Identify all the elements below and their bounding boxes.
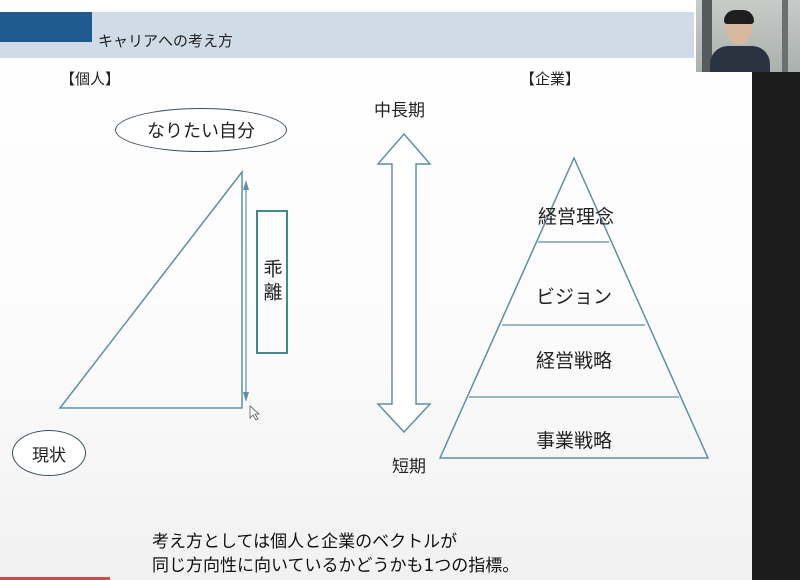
gap-label-box: 乖離 bbox=[256, 210, 288, 354]
presentation-slide: キャリアへの考え方 【個人】 【企業】 なりたい自分 現状 乖離 中長期 短期 … bbox=[0, 0, 752, 580]
company-label: 【企業】 bbox=[520, 70, 581, 88]
title-accent-block bbox=[0, 12, 92, 42]
individual-triangle bbox=[58, 169, 243, 409]
ideal-self-bubble: なりたい自分 bbox=[115, 108, 287, 152]
individual-label: 【個人】 bbox=[60, 70, 121, 88]
timeline-top-label: 中長期 bbox=[374, 101, 425, 121]
progress-strip bbox=[0, 577, 110, 580]
slide-title: キャリアへの考え方 bbox=[98, 32, 234, 50]
slide-diagram bbox=[58, 132, 710, 459]
pyramid-level-philosophy: 経営理念 bbox=[537, 206, 615, 228]
title-bar bbox=[0, 12, 694, 58]
pyramid-level-vision: ビジョン bbox=[535, 286, 613, 308]
mouse-cursor-icon bbox=[249, 405, 261, 421]
timeline-bottom-label: 短期 bbox=[392, 457, 426, 477]
webcam-background-pole bbox=[702, 0, 712, 72]
presenter-body bbox=[710, 46, 770, 72]
pyramid-level-management-strategy: 経営戦略 bbox=[535, 350, 613, 372]
side-panel bbox=[752, 72, 800, 580]
gap-arrow-bottom bbox=[243, 392, 249, 402]
footer-line-2: 同じ方向性に向いているかどうかも1つの指標。 bbox=[152, 556, 520, 576]
footer-line-1: 考え方としては個人と企業のベクトルが bbox=[152, 532, 458, 552]
current-state-bubble: 現状 bbox=[12, 430, 86, 476]
timeline-double-arrow bbox=[376, 132, 432, 434]
webcam-background-pole bbox=[782, 0, 788, 72]
footer-note: 考え方としては個人と企業のベクトルが 同じ方向性に向いているかどうかも1つの指標… bbox=[152, 530, 519, 578]
pyramid-level-business-strategy: 事業戦略 bbox=[535, 430, 613, 452]
presenter-hair bbox=[724, 10, 754, 24]
gap-arrow-top bbox=[243, 180, 249, 190]
company-pyramid bbox=[438, 156, 710, 459]
webcam-thumbnail[interactable] bbox=[696, 0, 800, 72]
